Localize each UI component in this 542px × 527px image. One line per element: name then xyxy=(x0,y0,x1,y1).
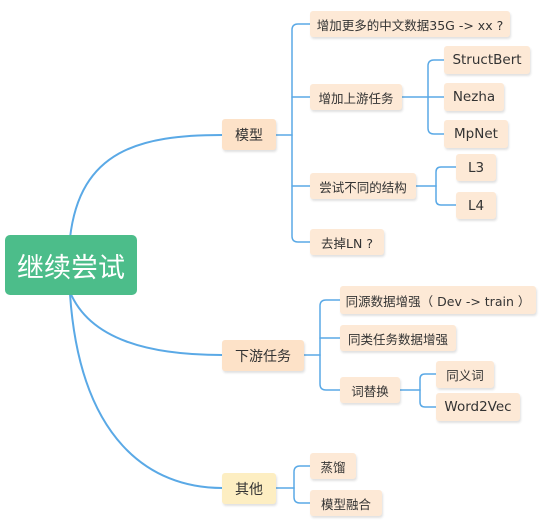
branch-model[interactable]: 模型 xyxy=(222,119,276,150)
root-label: 继续尝试 xyxy=(17,252,125,284)
node-nezha[interactable]: Nezha xyxy=(444,83,504,111)
node-structbert[interactable]: StructBert xyxy=(444,46,530,74)
node-l4[interactable]: L4 xyxy=(456,192,496,219)
node-replace[interactable]: 词替换 xyxy=(340,377,400,403)
node-same-source[interactable]: 同源数据增强（ Dev -> train ） xyxy=(340,286,536,314)
node-similar-task[interactable]: 同类任务数据增强 xyxy=(340,325,456,351)
node-mpnet[interactable]: MpNet xyxy=(444,120,508,148)
node-similar-task-label: 同类任务数据增强 xyxy=(347,331,448,347)
node-fusion[interactable]: 模型融合 xyxy=(310,490,382,516)
node-distill-label: 蒸馏 xyxy=(320,459,346,475)
node-replace-label: 词替换 xyxy=(351,383,389,399)
node-nezha-label: Nezha xyxy=(452,89,496,105)
branch-model-label: 模型 xyxy=(235,127,263,144)
link-root-other xyxy=(69,293,223,489)
node-structure[interactable]: 尝试不同的结构 xyxy=(310,173,416,199)
node-remove-ln[interactable]: 去掉LN ? xyxy=(310,229,384,255)
node-remove-ln-label: 去掉LN ? xyxy=(321,235,373,251)
node-upstream[interactable]: 增加上游任务 xyxy=(310,84,402,110)
node-structbert-label: StructBert xyxy=(452,52,522,68)
branch-other[interactable]: 其他 xyxy=(222,473,276,504)
node-l3-label: L3 xyxy=(467,159,485,176)
node-l3[interactable]: L3 xyxy=(456,154,496,181)
node-synonym[interactable]: 同义词 xyxy=(436,361,494,388)
node-word2vec[interactable]: Word2Vec xyxy=(436,393,520,421)
node-upstream-label: 增加上游任务 xyxy=(318,90,394,106)
branch-downstream-label: 下游任务 xyxy=(235,348,291,365)
node-fusion-label: 模型融合 xyxy=(320,496,371,512)
node-mpnet-label: MpNet xyxy=(454,126,498,142)
node-synonym-label: 同义词 xyxy=(446,368,484,383)
node-distill[interactable]: 蒸馏 xyxy=(310,453,356,479)
node-more-data[interactable]: 增加更多的中文数据35G -> xx ? xyxy=(310,11,510,37)
node-l4-label: L4 xyxy=(467,197,485,214)
root-node[interactable]: 继续尝试 xyxy=(5,235,137,295)
node-word2vec-label: Word2Vec xyxy=(444,399,512,415)
node-same-source-label: 同源数据增强（ Dev -> train ） xyxy=(345,293,531,309)
link-root-downstream xyxy=(69,291,223,356)
node-structure-label: 尝试不同的结构 xyxy=(319,179,407,195)
branch-downstream[interactable]: 下游任务 xyxy=(222,340,304,371)
branch-other-label: 其他 xyxy=(235,481,263,498)
link-root-model xyxy=(69,134,223,239)
node-more-data-label: 增加更多的中文数据35G -> xx ? xyxy=(316,17,504,33)
